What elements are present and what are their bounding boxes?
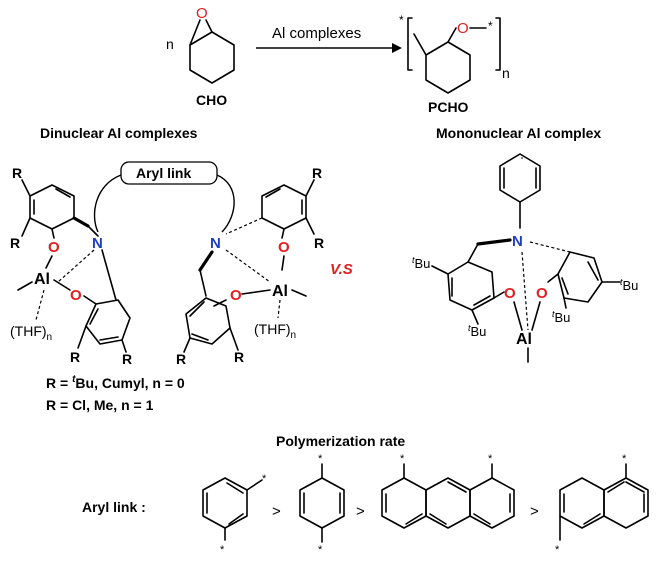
- left-ligand: R R O N Al O (THF)n R R: [10, 165, 132, 367]
- cho-label: CHO: [196, 92, 227, 108]
- naph-star-1: *: [622, 453, 627, 465]
- left-al: Al: [34, 271, 50, 288]
- left-o-top: O: [48, 239, 60, 256]
- left-r-top: R: [12, 165, 22, 181]
- mono-tbu-left: tBu: [412, 255, 430, 271]
- dinuclear-title: Dinuclear Al complexes: [40, 125, 198, 141]
- anth-star-1: *: [400, 453, 405, 465]
- naph-star-2: *: [555, 544, 560, 556]
- versus-label: V.S: [330, 261, 353, 278]
- linker-para-phenylene: * *: [299, 453, 345, 556]
- mono-tbu-right2: tBu: [552, 309, 570, 325]
- pcho-label: PCHO: [428, 99, 469, 115]
- pcho-oxygen: O: [457, 20, 469, 37]
- para-star-1: *: [318, 453, 323, 465]
- mono-o-left: O: [504, 285, 516, 302]
- rate-title: Polymerization rate: [276, 433, 405, 449]
- aryl-link-label: Aryl link: [136, 165, 191, 181]
- left-r-mid: R: [10, 235, 20, 251]
- mononuclear-title: Mononuclear Al complex: [436, 125, 601, 141]
- rate-gt-1: >: [272, 503, 281, 520]
- rate-gt-2: >: [356, 503, 365, 520]
- right-r-top: R: [312, 165, 322, 181]
- right-r-bottom1: R: [176, 351, 186, 367]
- mono-tbu-right: tBu: [620, 277, 638, 293]
- dinuclear-section: Dinuclear Al complexes Aryl link R R O N: [10, 125, 324, 413]
- pcho-star-left: *: [399, 13, 404, 27]
- reaction-arrow: Al complexes: [256, 25, 402, 53]
- aryl-link-box: Aryl link: [120, 161, 218, 185]
- pcho-star-right: *: [488, 19, 493, 33]
- mono-al: Al: [516, 331, 532, 348]
- right-al: Al: [272, 283, 288, 300]
- meta-star-2: *: [220, 544, 225, 556]
- left-o-bottom: O: [70, 287, 82, 304]
- pcho-n: n: [502, 65, 510, 81]
- linker-meta-phenylene: * *: [202, 473, 267, 556]
- r-definition-2: R = Cl, Me, n = 1: [46, 397, 154, 413]
- left-thf: (THF)n: [10, 323, 52, 343]
- pcho-structure: O * * n PCHO: [399, 13, 510, 115]
- arrow-label: Al complexes: [272, 25, 361, 42]
- cho-n: n: [166, 36, 174, 52]
- mononuclear-section: Mononuclear Al complex N tBu tBu O tBu t…: [412, 125, 638, 363]
- mono-o-right: O: [536, 285, 548, 302]
- cho-structure: O n CHO: [166, 5, 235, 108]
- cho-oxygen: O: [196, 5, 208, 22]
- meta-star-1: *: [262, 473, 267, 485]
- right-o-bottom: O: [230, 287, 242, 304]
- reaction-scheme: O n CHO Al complexes O * * n PCHO: [166, 5, 510, 115]
- left-n: N: [92, 235, 103, 252]
- right-r-bottom2: R: [234, 349, 244, 365]
- anth-star-2: *: [488, 453, 493, 465]
- linker-anthracenylene: * *: [381, 453, 515, 529]
- r-definition-1: R = tBu, Cumyl, n = 0: [46, 374, 185, 391]
- rate-row-label: Aryl link :: [82, 499, 146, 515]
- right-n: N: [210, 235, 221, 252]
- para-star-2: *: [318, 544, 323, 556]
- rate-section: Polymerization rate Aryl link : * * > * …: [82, 433, 649, 556]
- rate-gt-3: >: [530, 503, 539, 520]
- right-ligand: R R N O Al O (THF)n R R: [176, 165, 324, 367]
- left-r-bottom1: R: [70, 349, 80, 365]
- right-o-top: O: [278, 239, 290, 256]
- right-r-mid: R: [314, 235, 324, 251]
- left-r-bottom2: R: [122, 351, 132, 367]
- right-thf: (THF)n: [254, 321, 296, 341]
- linker-naphthylene: * *: [555, 453, 649, 556]
- mono-tbu-left2: tBu: [468, 323, 486, 339]
- mono-n: N: [512, 233, 523, 250]
